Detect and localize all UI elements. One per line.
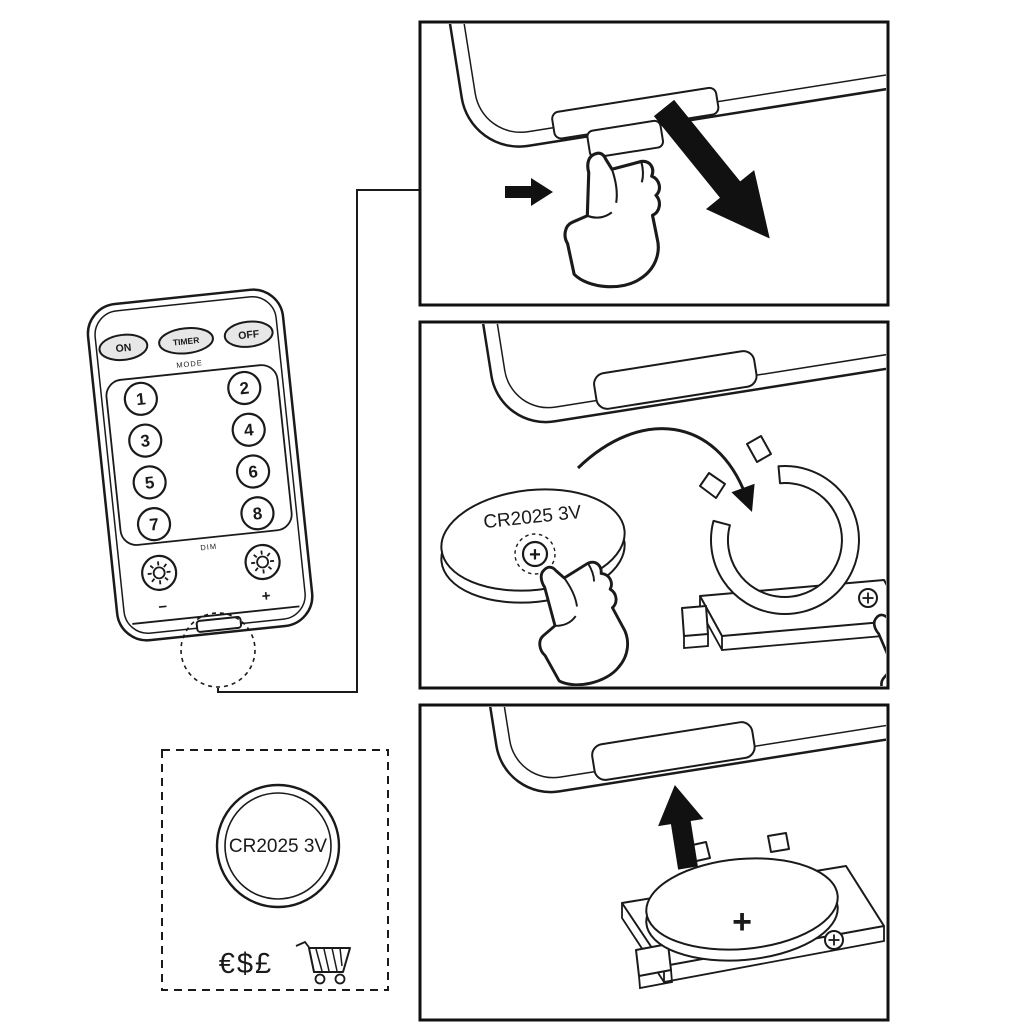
- tray-clip-right: [767, 832, 790, 853]
- button-5-label: 5: [144, 473, 155, 493]
- shopping-cart-icon: [295, 940, 351, 985]
- step3-loaded-tray: +: [621, 832, 885, 990]
- button-7-label: 7: [148, 515, 159, 535]
- screw-icon: [858, 588, 878, 608]
- panel-step-1: [418, 20, 890, 307]
- remote-button-5: 5: [132, 465, 167, 500]
- off-button-label: OFF: [238, 328, 261, 342]
- currency-symbols-label: €$£: [219, 948, 273, 980]
- remote-button-4: 4: [231, 412, 266, 447]
- remote-button-timer: TIMER: [158, 327, 214, 355]
- step3-panel-border: [418, 703, 890, 1022]
- step1-remote-corner: [422, 24, 886, 159]
- pointing-hand-icon: [556, 146, 670, 293]
- button-2-label: 2: [239, 379, 250, 399]
- remote-button-8: 8: [240, 496, 275, 531]
- panel-step-2: CR2025 3V +: [418, 320, 890, 690]
- holder-clip-left: [699, 472, 726, 499]
- remote-keypad-frame: [105, 364, 293, 546]
- button-8-label: 8: [252, 504, 263, 524]
- remote-brightness-down-button: −: [141, 554, 178, 616]
- holder-ring: [710, 465, 860, 616]
- remote-number-buttons: 1 2 3 4 5 6 7 8: [123, 370, 275, 542]
- remote-mode-label: MODE: [176, 358, 203, 370]
- battery-plus-mark: +: [732, 903, 752, 941]
- screw-icon: [824, 930, 844, 950]
- brightness-minus-label: −: [158, 598, 169, 616]
- panel-step-3: +: [418, 703, 890, 1022]
- polarity-highlight-circle: [514, 533, 556, 575]
- step1-tray-tab: [586, 119, 664, 159]
- remote-control: ON TIMER OFF MODE 1 2 3 4 5 6 7 8 DIM −: [86, 288, 314, 642]
- insert-direction-arrow-icon: [576, 427, 755, 512]
- button-4-label: 4: [243, 420, 255, 440]
- button-3-label: 3: [140, 431, 151, 451]
- step3-tray-slot: [591, 721, 756, 781]
- remote-brightness-up-button: +: [244, 543, 281, 605]
- step2-battery-holder: [681, 435, 886, 651]
- battery-tray-latch: [195, 615, 243, 633]
- remote-button-1: 1: [123, 381, 158, 416]
- battery-front-view: CR2025 3V: [215, 783, 341, 909]
- battery-tray-seam: [132, 605, 300, 625]
- battery-plus-mark: +: [529, 544, 541, 566]
- timer-button-label: TIMER: [172, 335, 199, 348]
- button-6-label: 6: [247, 462, 258, 482]
- callout-connector-line: [217, 189, 420, 693]
- holder-clip-right: [746, 435, 772, 463]
- battery-compartment-highlight-circle: [180, 612, 256, 688]
- button-1-label: 1: [135, 389, 146, 409]
- step1-panel-border: [418, 20, 890, 307]
- push-direction-arrow-icon: [505, 178, 553, 206]
- battery-model-label: CR2025 3V: [229, 836, 328, 857]
- remote-button-off: OFF: [223, 320, 274, 348]
- remote-button-3: 3: [128, 423, 163, 458]
- tray-connector-tab: [635, 943, 672, 977]
- remote-dim-label: DIM: [200, 542, 218, 553]
- step3-remote-corner: [453, 707, 886, 794]
- step2-tray-slot: [593, 350, 758, 410]
- brightness-plus-label: +: [261, 587, 272, 605]
- purchase-box: CR2025 3V €$£: [161, 749, 389, 991]
- step2-remote-corner: [448, 324, 886, 424]
- holder-connector-tab: [681, 605, 709, 637]
- remote-button-6: 6: [235, 454, 271, 489]
- remote-button-2: 2: [227, 370, 262, 406]
- remote-button-on: ON: [98, 333, 149, 362]
- on-button-label: ON: [115, 342, 132, 356]
- step2-panel-border: [418, 320, 890, 690]
- remote-button-7: 7: [136, 507, 172, 542]
